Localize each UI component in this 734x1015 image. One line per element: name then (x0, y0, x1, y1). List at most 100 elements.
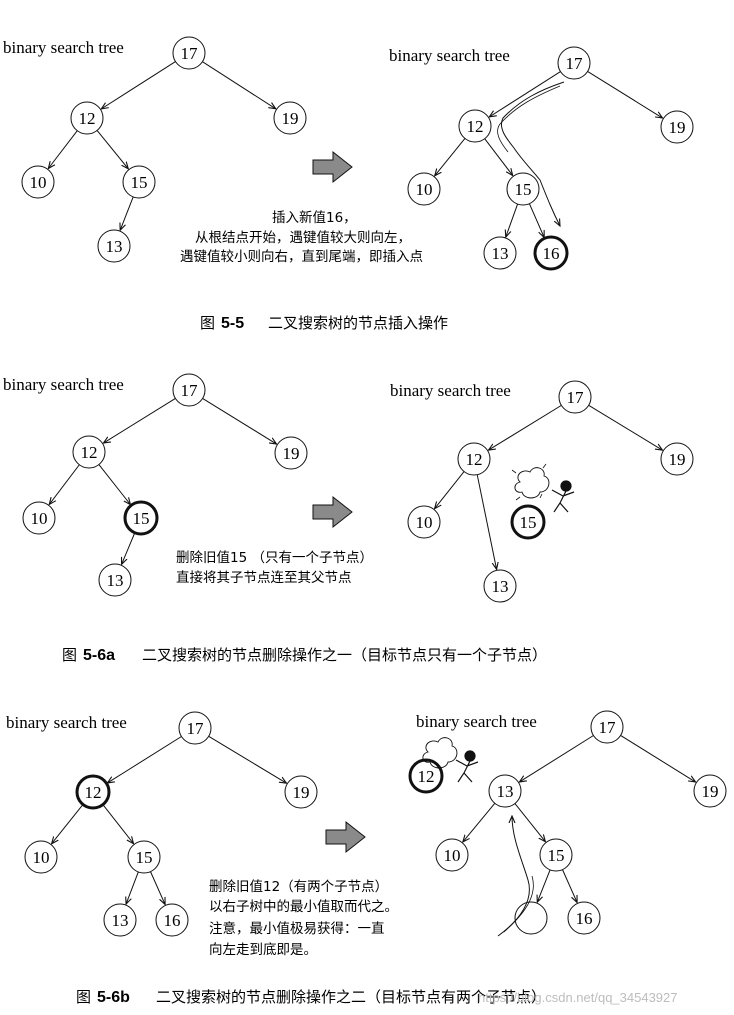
tree-node-15: 15 (510, 504, 546, 540)
tree-node-19: 19 (284, 775, 318, 809)
caption-text: 二叉搜索树的节点插入操作 (268, 314, 448, 332)
tree-node-value: 13 (112, 911, 129, 930)
tree-edge-arrow (620, 735, 696, 782)
tree-node-value: 12 (418, 767, 435, 786)
tree-node-19: 19 (693, 774, 727, 808)
tree-node-circle (533, 235, 569, 271)
tree-node-value: 17 (566, 54, 584, 73)
tree-node-circle (97, 229, 131, 263)
tree-edge-arrow (519, 735, 594, 782)
panel3-note-line2: 以右子树中的最小值取而代之。 (209, 899, 398, 915)
panel3-note-line3: 注意，最小值极易获得：一直 (209, 920, 385, 937)
tree-edge-arrow (101, 61, 176, 109)
tree-node-value: 16 (543, 244, 560, 263)
tree-node-circle (72, 435, 106, 469)
tree-edge-arrow (150, 871, 165, 905)
caption-prefix: 图 (76, 988, 91, 1006)
panel3-caption: 图 5-6b 二叉搜索树的节点删除操作之二（目标节点有两个子节点） (76, 988, 546, 1006)
panel3-note-line4: 向左走到底即是。 (209, 942, 317, 958)
search-path-arrow (500, 81, 565, 226)
panel-delete-two-children: binary search tree binary search tree 17… (6, 710, 727, 1006)
tree-node-19: 19 (660, 110, 694, 144)
caption-prefix: 图 (62, 646, 77, 664)
tree-node-circle (24, 840, 58, 874)
tree-node-13: 13 (98, 563, 132, 597)
tree-node-13: 13 (483, 236, 517, 270)
tree-node-empty (514, 901, 548, 935)
tree-node-value: 17 (181, 44, 199, 63)
panel1-before-title: binary search tree (3, 38, 124, 57)
tree-node-circle (483, 569, 517, 603)
tree-node-value: 17 (187, 719, 205, 738)
panel3-after-title: binary search tree (416, 712, 537, 731)
tree-node-value: 13 (107, 571, 124, 590)
tree-node-circle (122, 165, 156, 199)
tree-edge-arrow (126, 871, 139, 904)
tree-node-value: 12 (79, 109, 96, 128)
tree-edge-arrow (107, 736, 182, 783)
tree-node-value: 10 (31, 509, 48, 528)
tree-node-value: 17 (567, 388, 585, 407)
tree-node-19: 19 (660, 442, 694, 476)
tree-node-12: 12 (408, 758, 444, 794)
tree-node-circle (458, 109, 492, 143)
caption-text: 二叉搜索树的节点删除操作之一（目标节点只有一个子节点） (142, 646, 547, 664)
tree-node-value: 12 (85, 783, 102, 802)
caption-number: 5-6b (97, 989, 130, 1006)
transition-arrow-icon (325, 820, 366, 854)
tree-node-12: 12 (457, 442, 491, 476)
tree-node-17: 17 (558, 380, 592, 414)
tree-node-circle (273, 101, 307, 135)
tree-edge-arrow (588, 404, 663, 450)
tree-node-circle (590, 710, 624, 744)
tree-edge-arrow (537, 869, 551, 902)
panel2-after-title: binary search tree (390, 381, 511, 400)
panel2-caption: 图 5-6a 二叉搜索树的节点删除操作之一（目标节点只有一个子节点） (62, 646, 547, 664)
tree-edge-arrow (476, 474, 496, 570)
tree-node-12: 12 (72, 435, 106, 469)
tree-node-circle (123, 500, 159, 536)
tree-edge-arrow (514, 803, 545, 842)
tree-node-value: 17 (181, 381, 199, 400)
tree-edge-arrow (122, 532, 136, 565)
tree-node-value: 10 (416, 180, 433, 199)
tree-node-17: 17 (557, 46, 591, 80)
tree-node-value: 15 (136, 848, 153, 867)
tree-node-value: 19 (283, 444, 300, 463)
tree-node-circle (274, 436, 308, 470)
panel-insert: binary search tree binary search tree 17… (3, 36, 694, 332)
tree-node-12: 12 (75, 774, 111, 810)
tree-node-19: 19 (274, 436, 308, 470)
tree-node-value: 15 (131, 173, 148, 192)
tree-node-10: 10 (21, 165, 55, 199)
tree-node-16: 16 (155, 903, 189, 937)
tree-node-circle (693, 774, 727, 808)
transition-arrow-icon (312, 495, 353, 529)
tree-node-value: 15 (133, 509, 150, 528)
tree-node-circle (506, 172, 540, 206)
tree-node-value: 12 (467, 117, 484, 136)
tree-p2-before: 17 12 19 10 15 13 (22, 373, 308, 597)
tree-node-circle (284, 775, 318, 809)
panel1-note-line1: 插入新值16， (272, 210, 357, 226)
tree-node-circle (70, 101, 104, 135)
panel2-note-line1: 删除旧值15 （只有一个子节点） (176, 550, 373, 566)
tree-node-17: 17 (172, 36, 206, 70)
tree-node-circle (178, 711, 212, 745)
tree-node-value: 13 (492, 577, 509, 596)
tree-node-value: 13 (492, 244, 509, 263)
tree-node-circle (435, 838, 469, 872)
replace-path-trail (503, 875, 534, 933)
watermark-text: https://blog.csdn.net/qq_34543927 (478, 990, 678, 1005)
tree-edge-arrow (435, 471, 465, 509)
tree-node-circle (483, 236, 517, 270)
tree-edge-arrow (587, 71, 663, 118)
tree-node-circle (557, 46, 591, 80)
tree-node-value: 10 (444, 846, 461, 865)
tree-node-circle (660, 110, 694, 144)
tree-edge-arrow (484, 138, 513, 176)
tree-node-19: 19 (273, 101, 307, 135)
